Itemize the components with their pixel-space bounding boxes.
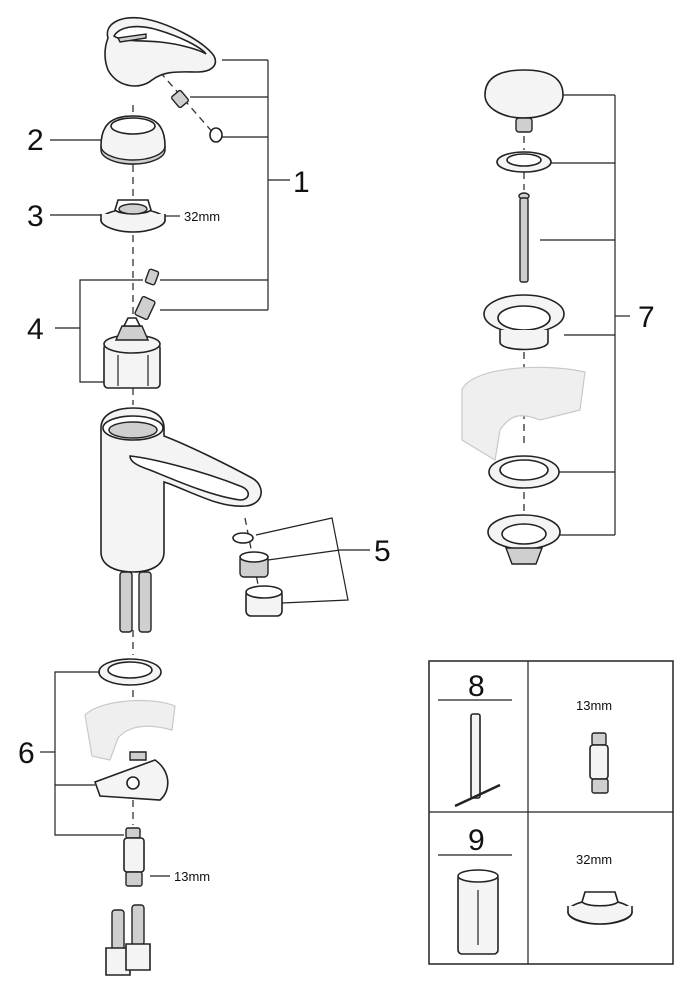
tool-key-9 <box>457 869 499 955</box>
callout-1: 1 <box>293 166 310 199</box>
cartridge <box>103 317 161 389</box>
callout-5: 5 <box>374 535 391 568</box>
supply-hoses <box>119 571 152 633</box>
hose-ends <box>105 904 151 976</box>
callout-7: 7 <box>638 301 655 334</box>
drain-plug <box>484 69 564 133</box>
callout-4: 4 <box>27 313 44 346</box>
callout-9: 9 <box>468 824 485 857</box>
size-tool-32: 32mm <box>576 852 612 867</box>
tool-nut-32 <box>567 891 633 925</box>
callout-8: 8 <box>468 670 485 703</box>
tool-socket-13 <box>589 732 609 794</box>
callout-6: 6 <box>18 737 35 770</box>
leader-5-mid <box>267 549 341 561</box>
drain-ring <box>488 455 560 489</box>
size-tool-13: 13mm <box>576 698 612 713</box>
fixing-bracket <box>93 751 169 801</box>
lever-handle <box>104 16 217 87</box>
callout-2: 2 <box>27 124 44 157</box>
cap-plug <box>209 127 223 143</box>
mounting-nut <box>100 199 166 233</box>
leader-6-bracket <box>54 671 124 836</box>
threaded-connector <box>123 827 145 887</box>
drain-rod <box>518 192 530 283</box>
drain-flange <box>483 294 565 351</box>
axis-screw <box>159 71 216 136</box>
drain-seal <box>496 151 552 173</box>
cartridge-screw <box>144 268 160 286</box>
leader-5-bracket <box>255 517 349 604</box>
fixing-washer <box>98 658 162 686</box>
callout-3: 3 <box>27 200 44 233</box>
aerator-insert <box>239 551 269 578</box>
basin-ghost-left <box>84 699 176 761</box>
size-connector-13: 13mm <box>174 869 210 884</box>
faucet-body <box>100 407 262 573</box>
cartridge-spindle <box>134 295 156 321</box>
cover-cap <box>100 115 166 165</box>
tool-key-8 <box>454 713 501 808</box>
grub-screw <box>171 89 189 109</box>
aerator-seal <box>232 532 254 544</box>
tools-table <box>428 660 674 965</box>
size-nut-32: 32mm <box>184 209 220 224</box>
basin-ghost-right <box>461 366 586 461</box>
leader-4-bracket <box>79 279 143 383</box>
drain-body <box>487 514 561 565</box>
aerator-housing <box>245 585 283 617</box>
